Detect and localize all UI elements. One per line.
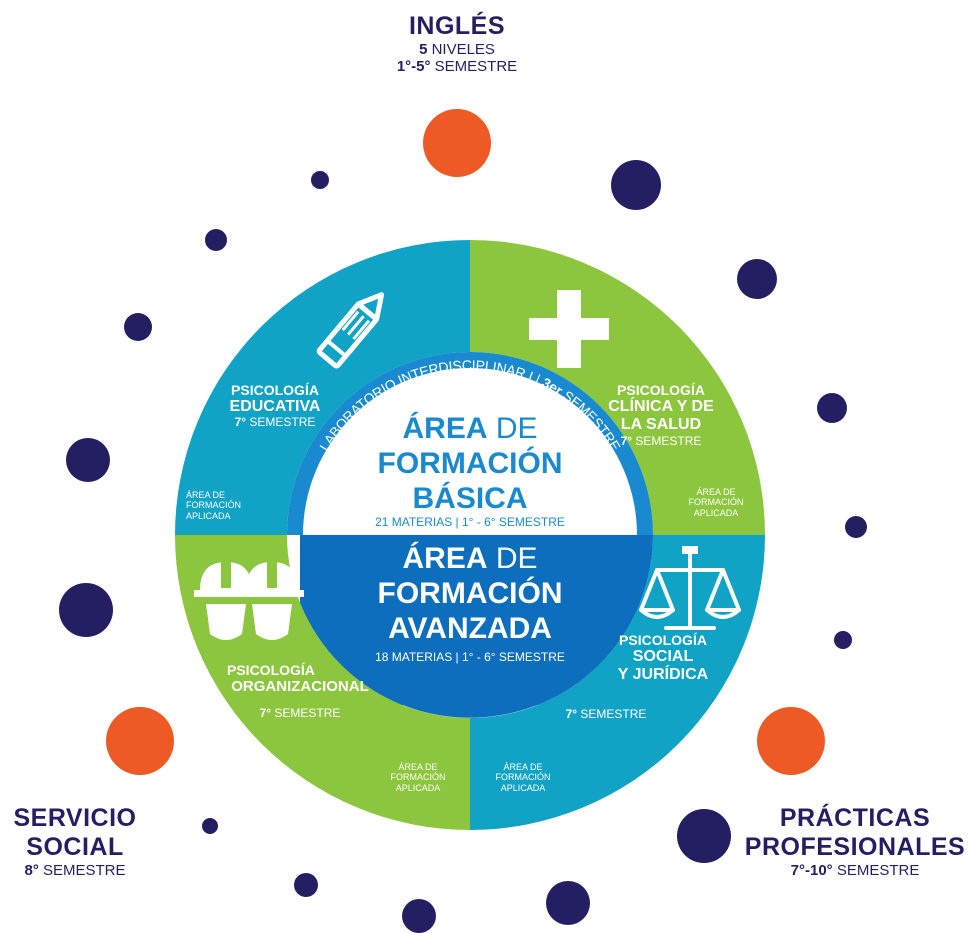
navy-dot [311,171,329,189]
orange-dot [106,707,174,775]
navy-dot [845,516,867,538]
center-basica-text: ÁREA DE FORMACIÓN BÁSICA 21 MATERIAS | 1… [375,411,565,529]
orange-dot [423,109,491,177]
clinica-title-3: LA SALUD [620,416,702,434]
practicas-semestre: 7°-10° SEMESTRE [790,861,920,879]
navy-dot [66,438,110,482]
social-semestre: 7° SEMESTRE [565,707,647,721]
svg-text:ÁREA DE: ÁREA DE [402,411,537,445]
pencil-icon [316,292,385,369]
medical-cross-icon [529,290,609,368]
label-clinica: PSICOLOGÍA CLÍNICA Y DE LA SALUD 7° SEME… [586,382,736,449]
organizacional-title-1: PSICOLOGÍA [227,662,315,678]
svg-text:21 MATERIAS | 1° - 6° SEMESTRE: 21 MATERIAS | 1° - 6° SEMESTRE [375,515,565,529]
label-educativa: PSICOLOGÍA EDUCATIVA 7° SEMESTRE [200,382,350,430]
navy-dot [546,881,590,925]
label-organizacional: PSICOLOGÍA ORGANIZACIONAL 7° SEMESTRE [205,662,395,721]
organizacional-semestre: 7° SEMESTRE [259,706,341,721]
svg-text:FORMACIÓN: FORMACIÓN [378,576,563,610]
practicas-title-2: PROFESIONALES [744,832,966,861]
svg-text:18 MATERIAS | 1° - 6° SEMESTRE: 18 MATERIAS | 1° - 6° SEMESTRE [375,650,565,664]
center-avanzada [300,535,640,705]
label-servicio-social: SERVICIO SOCIAL 8° SEMESTRE [0,804,150,879]
scales-icon [639,546,741,630]
social-title-3: Y JURÍDICA [617,666,709,684]
servicio-semestre: 8° SEMESTRE [24,861,126,879]
navy-dot [59,583,113,637]
educativa-title-2: EDUCATIVA [229,398,321,416]
orange-dot [757,707,825,775]
ingles-niveles: 5 NIVELES [419,40,495,58]
navy-dot [611,160,661,210]
svg-text:BÁSICA: BÁSICA [412,481,527,515]
navy-dot [202,818,218,834]
educativa-semestre: 7° SEMESTRE [234,415,316,430]
ingles-title: INGLÉS [408,12,506,40]
navy-dot [124,313,152,341]
social-title-2: SOCIAL [632,648,694,666]
center-avanzada-text: ÁREA DE FORMACIÓN AVANZADA 18 MATERIAS |… [375,541,565,664]
decorative-dots [59,109,867,933]
hard-hats-icon [194,560,304,640]
svg-text:ÁREA DE: ÁREA DE [402,541,537,575]
label-social: PSICOLOGÍA SOCIAL Y JURÍDICA [603,632,723,685]
svg-text:AVANZADA: AVANZADA [388,612,552,645]
svg-text:FORMACIÓN: FORMACIÓN [378,446,563,480]
navy-dot [402,899,436,933]
navy-dot [294,873,318,897]
organizacional-title-2: ORGANIZACIONAL [231,678,369,696]
navy-dot [677,809,731,863]
practicas-title-1: PRÁCTICAS [779,804,931,832]
label-ingles: INGLÉS 5 NIVELES 1°-5° SEMESTRE [357,12,557,75]
navy-dot [205,229,227,251]
social-title-1: PSICOLOGÍA [619,632,707,648]
navy-dot [817,393,847,423]
servicio-title-2: SOCIAL [26,832,124,861]
label-practicas: PRÁCTICAS PROFESIONALES 7°-10° SEMESTRE [741,804,969,879]
ingles-semestre: 1°-5° SEMESTRE [396,58,518,75]
clinica-title-2: CLÍNICA Y DE [608,398,714,416]
clinica-semestre: 7° SEMESTRE [620,433,702,448]
navy-dot [834,631,852,649]
navy-dot [737,259,777,299]
educativa-title-1: PSICOLOGÍA [231,382,319,398]
clinica-title-1: PSICOLOGÍA [617,382,705,398]
servicio-title-1: SERVICIO [13,804,137,832]
